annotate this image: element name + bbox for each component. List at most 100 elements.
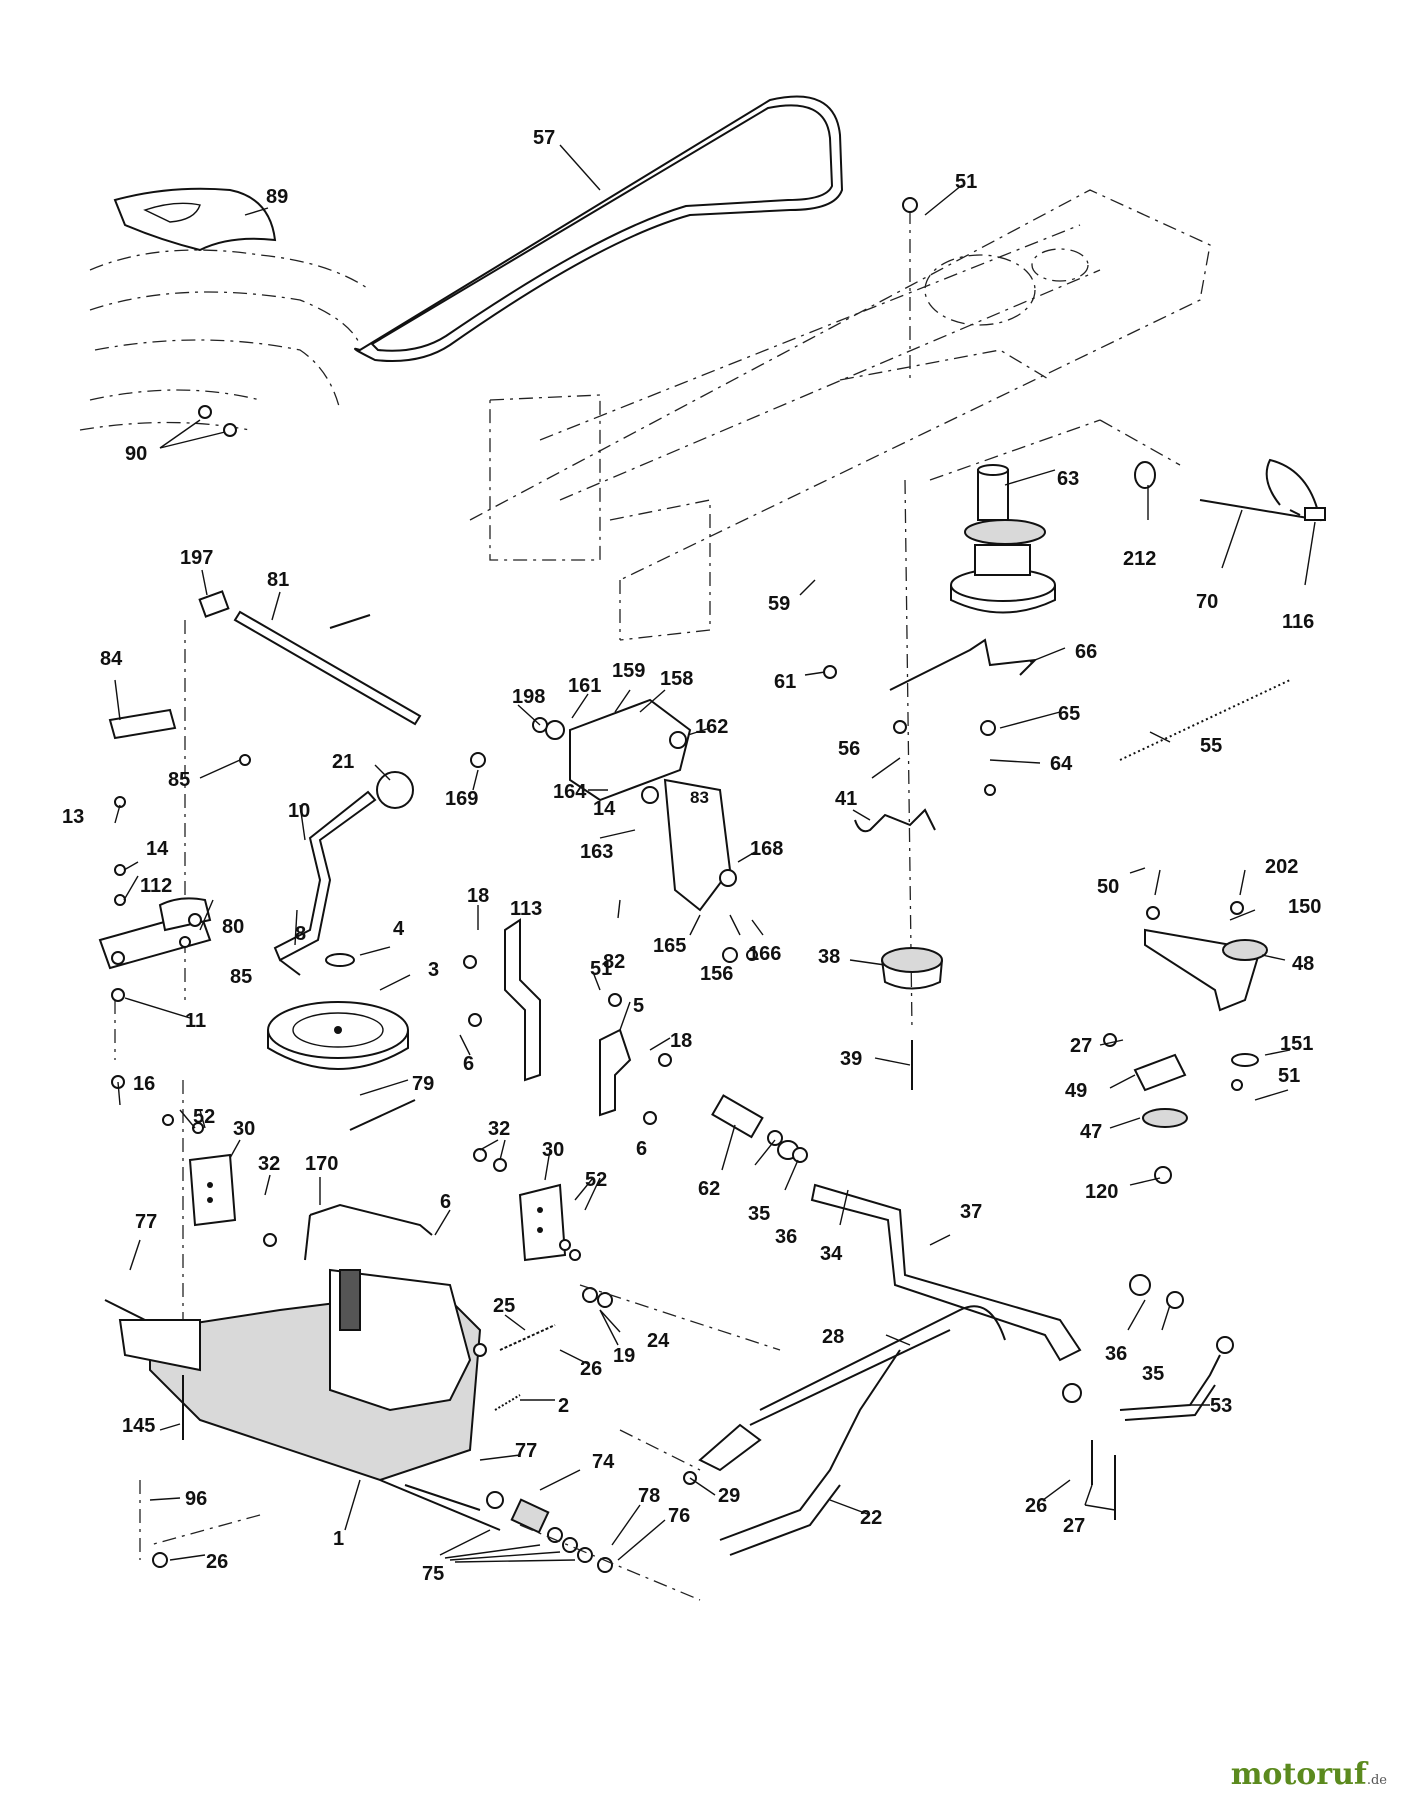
watermark-logo: motoruf.de <box>1231 1757 1387 1792</box>
label-198: 198 <box>512 686 545 708</box>
label-96: 96 <box>185 1488 207 1510</box>
label-56: 56 <box>838 738 860 760</box>
brackets-30 <box>188 1153 567 1262</box>
label-158: 158 <box>660 668 693 690</box>
leader-lines <box>114 144 1316 1601</box>
label-24: 24 <box>647 1330 670 1352</box>
label-32: 32 <box>488 1118 510 1140</box>
label-25: 25 <box>493 1295 515 1317</box>
label-30: 30 <box>542 1139 564 1161</box>
hardware-markers <box>111 197 1244 1568</box>
label-52: 52 <box>585 1169 607 1191</box>
label-197: 197 <box>180 547 213 569</box>
label-51: 51 <box>955 171 977 193</box>
label-16: 16 <box>133 1073 155 1095</box>
label-163: 163 <box>580 841 613 863</box>
label-50: 50 <box>1097 876 1119 898</box>
label-75: 75 <box>422 1563 444 1585</box>
label-59: 59 <box>768 593 790 615</box>
label-66: 66 <box>1075 641 1097 663</box>
label-89: 89 <box>266 186 288 208</box>
label-22: 22 <box>860 1507 882 1529</box>
label-166: 166 <box>748 943 781 965</box>
label-21: 21 <box>332 751 354 773</box>
label-212: 212 <box>1123 548 1156 570</box>
label-38: 38 <box>818 946 840 968</box>
label-151: 151 <box>1280 1033 1313 1055</box>
spring-25 <box>494 1324 556 1411</box>
label-55: 55 <box>1200 735 1222 757</box>
idler-arm-66 <box>854 638 1038 833</box>
label-81: 81 <box>267 569 289 591</box>
label-27: 27 <box>1063 1515 1085 1537</box>
label-79: 79 <box>412 1073 434 1095</box>
label-30: 30 <box>233 1118 255 1140</box>
label-1: 1 <box>333 1528 344 1550</box>
label-14: 14 <box>146 838 169 860</box>
label-36: 36 <box>775 1226 797 1248</box>
label-4: 4 <box>393 918 405 940</box>
brackets-113-5 <box>504 918 632 1117</box>
label-83: 83 <box>690 788 709 807</box>
label-168: 168 <box>750 838 783 860</box>
label-85: 85 <box>168 769 190 791</box>
label-61: 61 <box>774 671 796 693</box>
label-11: 11 <box>185 1010 206 1032</box>
label-150: 150 <box>1288 896 1321 918</box>
label-116: 116 <box>1282 611 1314 633</box>
label-84: 84 <box>100 648 123 670</box>
drive-belt-57 <box>354 95 844 362</box>
label-47: 47 <box>1080 1121 1102 1143</box>
label-35: 35 <box>1142 1363 1164 1385</box>
label-57: 57 <box>533 127 555 149</box>
label-113: 113 <box>510 898 542 920</box>
label-82: 82 <box>603 951 625 973</box>
label-78: 78 <box>638 1485 660 1507</box>
label-112: 112 <box>140 875 172 897</box>
label-6: 6 <box>636 1138 647 1160</box>
label-51: 51 <box>1278 1065 1300 1087</box>
label-70: 70 <box>1196 591 1218 613</box>
label-27: 27 <box>1070 1035 1092 1057</box>
label-19: 19 <box>613 1345 635 1367</box>
rod-70 <box>1199 458 1326 522</box>
label-62: 62 <box>698 1178 720 1200</box>
label-120: 120 <box>1085 1181 1118 1203</box>
label-18: 18 <box>467 885 489 907</box>
frame-outline <box>469 189 1211 641</box>
label-41: 41 <box>835 788 857 810</box>
label-39: 39 <box>840 1048 862 1070</box>
spring-55 <box>1119 679 1291 761</box>
label-26: 26 <box>1025 1495 1047 1517</box>
label-165: 165 <box>653 935 686 957</box>
label-6: 6 <box>463 1053 474 1075</box>
label-162: 162 <box>695 716 728 738</box>
label-35: 35 <box>748 1203 770 1225</box>
label-18: 18 <box>670 1030 692 1052</box>
label-13: 13 <box>62 806 84 828</box>
label-156: 156 <box>700 963 733 985</box>
label-52: 52 <box>193 1106 215 1128</box>
label-77: 77 <box>135 1211 157 1233</box>
label-2: 2 <box>558 1395 569 1417</box>
label-28: 28 <box>822 1326 844 1348</box>
label-26: 26 <box>206 1551 228 1573</box>
label-77: 77 <box>515 1440 537 1462</box>
label-65: 65 <box>1058 703 1080 725</box>
transmission-1 <box>104 1268 501 1531</box>
label-29: 29 <box>718 1485 740 1507</box>
label-32: 32 <box>258 1153 280 1175</box>
label-202: 202 <box>1265 856 1298 878</box>
label-64: 64 <box>1050 753 1073 775</box>
label-53: 53 <box>1210 1395 1232 1417</box>
label-49: 49 <box>1065 1080 1087 1102</box>
brackets-48-49-47 <box>1133 928 1268 1128</box>
pulley-38 <box>881 947 943 1090</box>
label-90: 90 <box>125 443 147 465</box>
axle-parts-74-75 <box>486 1491 613 1573</box>
label-37: 37 <box>960 1201 982 1223</box>
label-170: 170 <box>305 1153 338 1175</box>
label-85: 85 <box>230 966 252 988</box>
label-51: 51 <box>590 958 612 980</box>
